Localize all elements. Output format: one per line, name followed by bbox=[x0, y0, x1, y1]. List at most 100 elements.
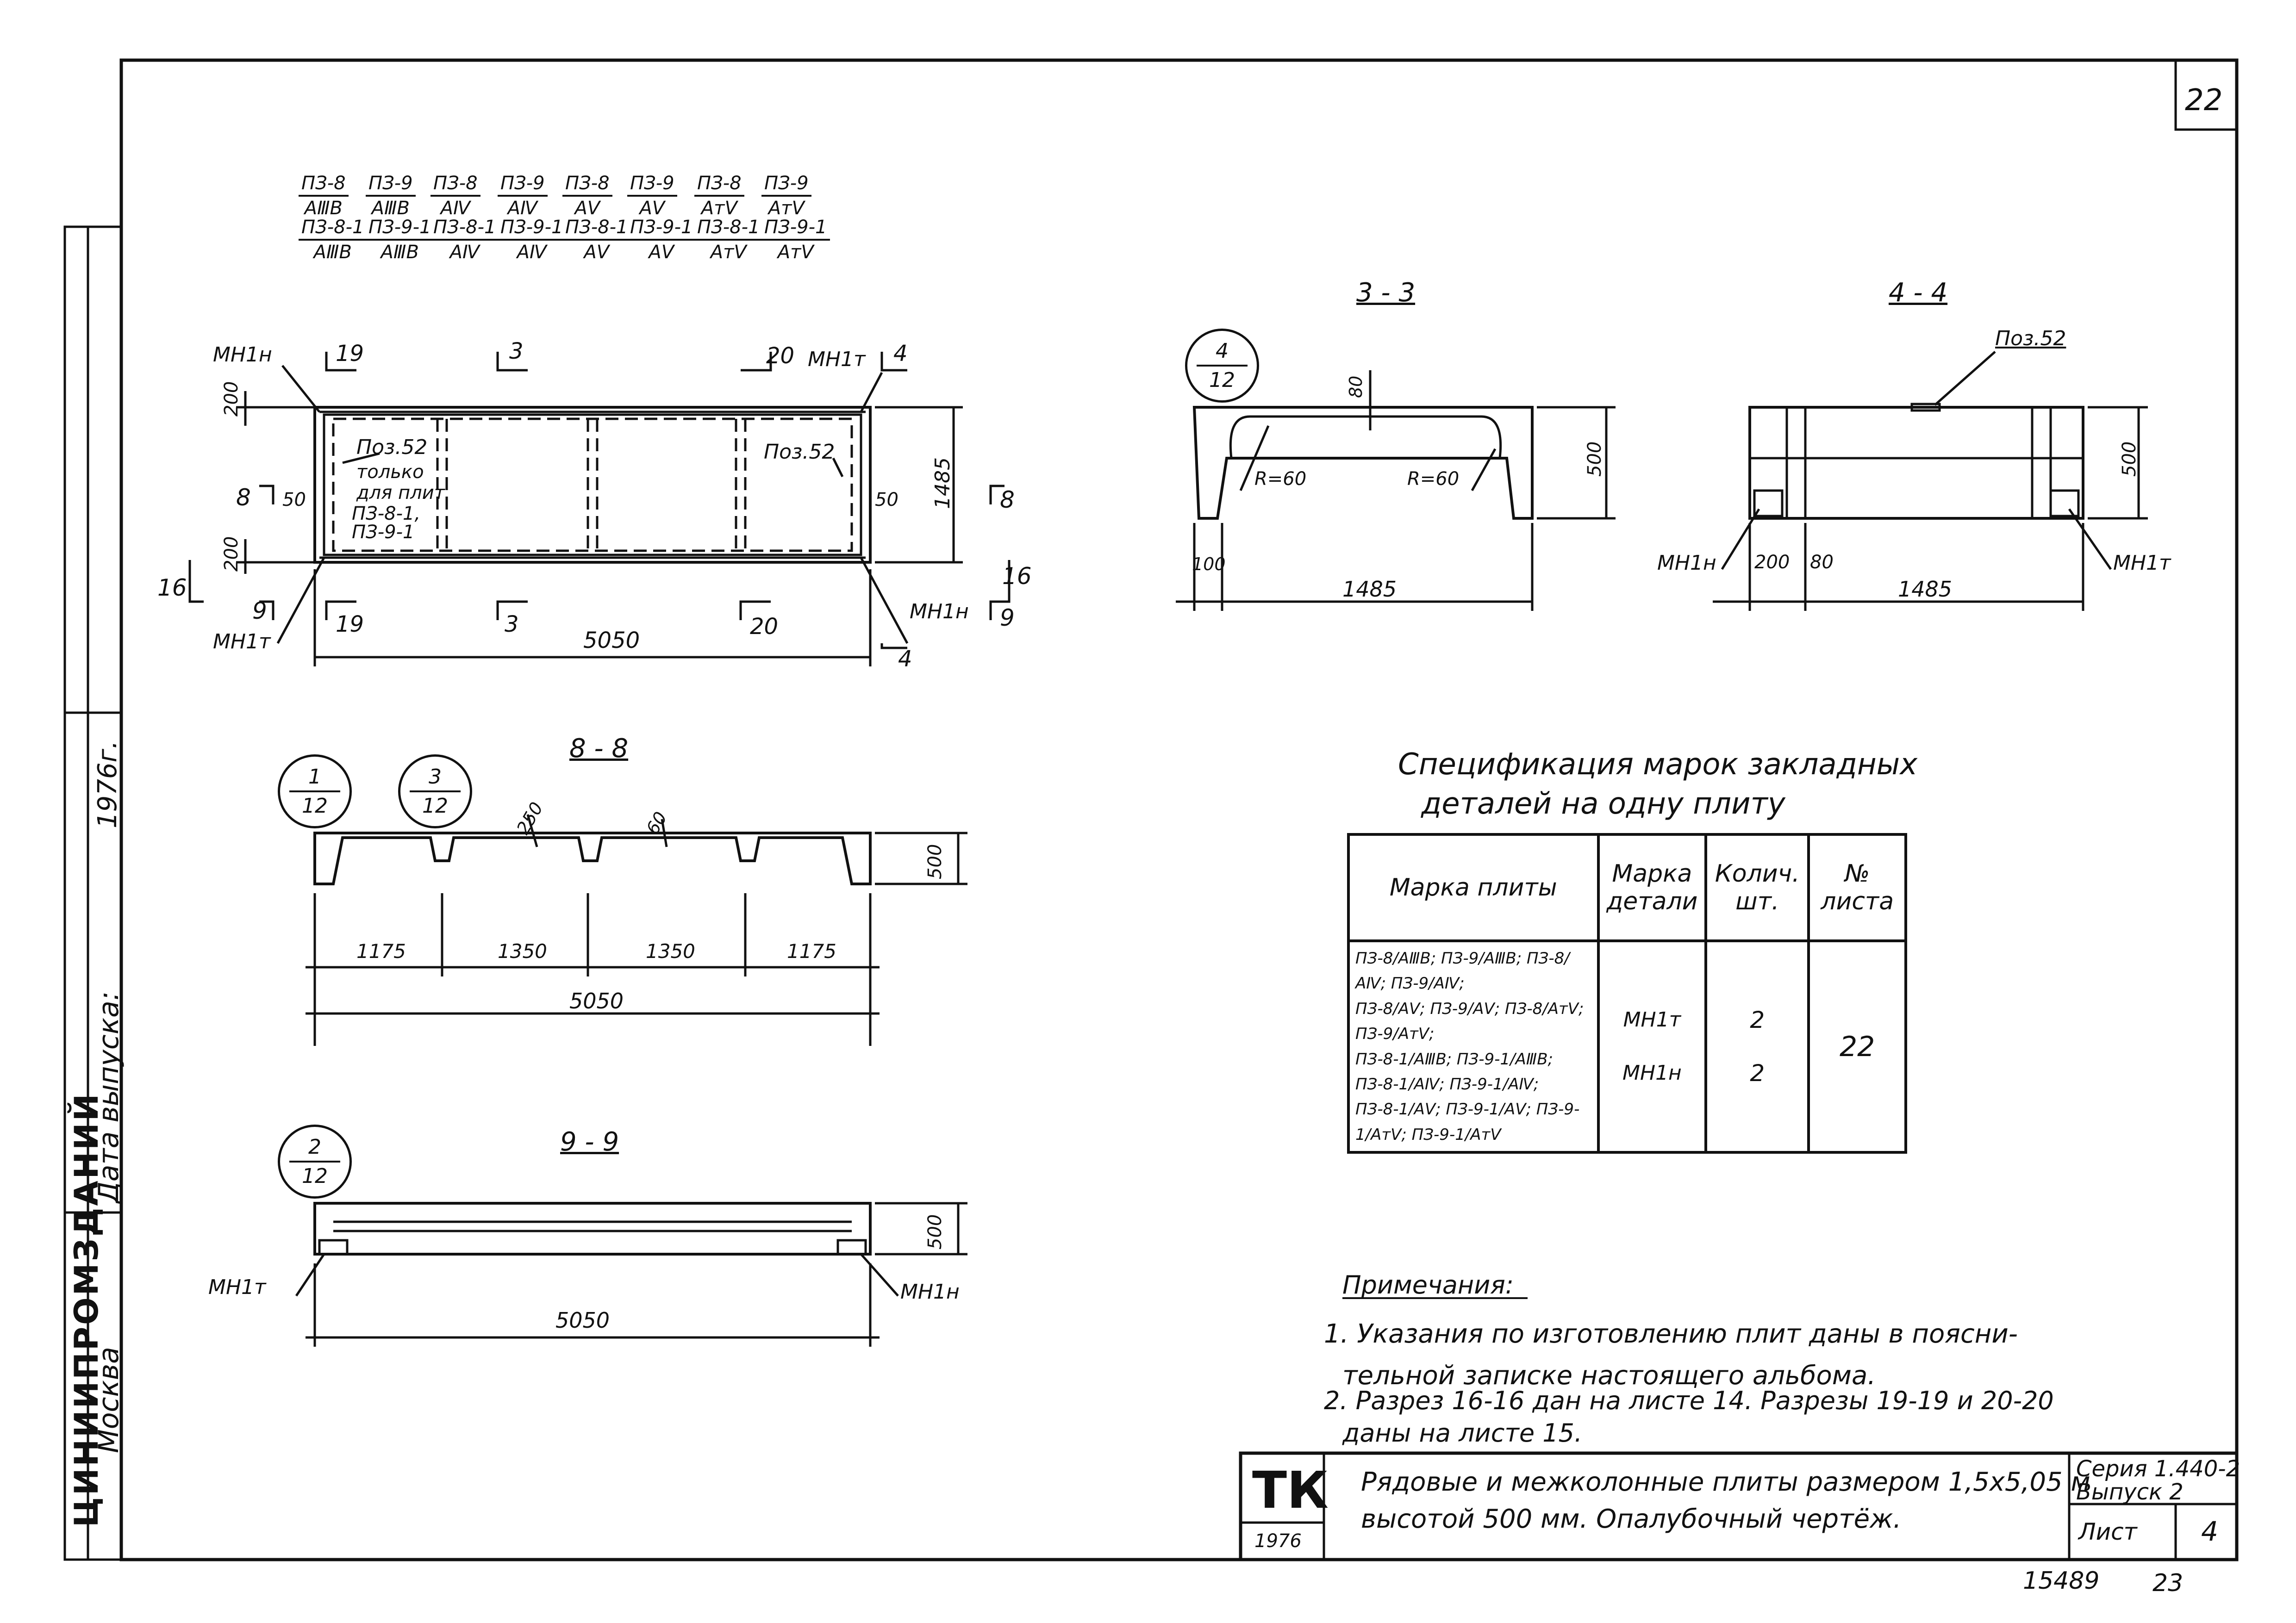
s88-dim-1175-right: 1175 bbox=[787, 940, 836, 963]
s33-radius-left: R=60 bbox=[1254, 468, 1307, 490]
sheet-number: 22 bbox=[2185, 83, 2223, 118]
header-mark-numerator: ПЗ-9 bbox=[761, 174, 811, 197]
header-mark-denominator: АⅣ bbox=[449, 242, 480, 263]
plan-dim-50-right: 50 bbox=[875, 489, 898, 510]
plan-cut-19-bottom: 19 bbox=[336, 611, 364, 637]
s33-dim-1485: 1485 bbox=[1342, 577, 1397, 602]
header-mark-numerator: ПЗ-9-1 bbox=[498, 218, 566, 241]
spec-qty-1: 2 bbox=[1750, 1006, 1765, 1033]
plan-mn1n-bottom: МН1н bbox=[910, 600, 969, 623]
plan-cut-8-left: 8 bbox=[236, 484, 251, 511]
header-mark-numerator: ПЗ-9-1 bbox=[366, 218, 434, 241]
spec-marks-cell: ПЗ-8/АⅢВ; ПЗ-9/АⅢВ; ПЗ-8/АⅣ; ПЗ-9/АⅣ; ПЗ… bbox=[1347, 939, 1600, 1154]
header-mark-denominator: АтⅤ bbox=[710, 242, 747, 263]
s44-dim-80: 80 bbox=[1810, 552, 1834, 573]
side-city: Москва bbox=[93, 1347, 125, 1453]
ref-num: 2 bbox=[308, 1135, 321, 1159]
header-mark-numerator: ПЗ-8-1 bbox=[299, 218, 367, 241]
plan-poz52-left: Поз.52 bbox=[356, 435, 428, 459]
s44-dim-500: 500 bbox=[2119, 441, 2140, 477]
stamp-issue: Выпуск 2 bbox=[2076, 1479, 2184, 1505]
header-mark-denominator: АⅣ bbox=[517, 242, 547, 263]
plan-dim-1485: 1485 bbox=[931, 457, 955, 509]
s99-dim-500: 500 bbox=[924, 1214, 946, 1250]
plan-cut-9-left: 9 bbox=[252, 597, 267, 624]
notes-line-2: тельной записке настоящего альбома. bbox=[1342, 1361, 1876, 1391]
header-mark-numerator: ПЗ-8-1 bbox=[694, 218, 763, 241]
header-mark-denominator: АⅢВ bbox=[371, 198, 410, 219]
side-date-label: Дата выпуска: bbox=[93, 991, 125, 1203]
spec-detail-1: МН1т bbox=[1623, 1008, 1681, 1032]
header-mark-denominator: АтⅤ bbox=[777, 242, 814, 263]
s33-radius-right: R=60 bbox=[1407, 468, 1460, 490]
s88-dim-1350-a: 1350 bbox=[498, 940, 547, 963]
spec-marks-row: ПЗ-8/АⅢВ; ПЗ-9/АⅢВ; ПЗ-8/АⅣ; ПЗ-9/АⅣ; bbox=[1355, 949, 1570, 993]
notes-title: Примечания: bbox=[1342, 1270, 1514, 1300]
plan-note-for: для плит bbox=[356, 482, 445, 504]
spec-marks-row: ПЗ-8-1/АⅤ; ПЗ-9-1/АⅤ; ПЗ-9-1/АтⅤ; ПЗ-9-1… bbox=[1355, 1100, 1580, 1144]
ref-den: 12 bbox=[422, 794, 448, 818]
stamp-sheet-label: Лист bbox=[2078, 1518, 2137, 1545]
header-mark-denominator: АⅢВ bbox=[313, 242, 352, 263]
bottom-page-number: 23 bbox=[2152, 1569, 2184, 1597]
header-mark-numerator: ПЗ-9 bbox=[366, 174, 416, 197]
plan-mn1t-top: МН1т bbox=[808, 348, 866, 371]
spec-detail-cell: МН1т МН1н bbox=[1597, 939, 1708, 1154]
s44-dim-200: 200 bbox=[1754, 552, 1790, 573]
header-mark-denominator: АⅣ bbox=[507, 198, 537, 219]
spec-qty-2: 2 bbox=[1750, 1059, 1765, 1087]
notes-line-1: 1. Указания по изготовлению плит даны в … bbox=[1324, 1319, 2018, 1349]
header-mark-denominator: АⅢВ bbox=[304, 198, 343, 219]
plan-dim-200-bottom: 200 bbox=[221, 536, 242, 572]
plan-cut-4-top: 4 bbox=[893, 341, 908, 367]
spec-sheet-cell: 22 bbox=[1807, 939, 1907, 1154]
spec-marks-row: ПЗ-8/АⅤ; ПЗ-9/АⅤ; ПЗ-8/АтⅤ; ПЗ-9/АтⅤ; bbox=[1355, 999, 1584, 1044]
ref-den: 12 bbox=[302, 794, 328, 818]
s33-dim-100: 100 bbox=[1192, 554, 1226, 574]
s88-dim-1175-left: 1175 bbox=[356, 940, 406, 963]
header-mark-numerator: ПЗ-9 bbox=[498, 174, 548, 197]
plan-cut-8-right: 8 bbox=[1000, 486, 1015, 513]
plan-note-p38: ПЗ-8-1, bbox=[352, 503, 421, 524]
s99-mn1n: МН1н bbox=[900, 1280, 960, 1304]
header-mark-denominator: АⅢВ bbox=[381, 242, 419, 263]
header-mark-denominator: АⅤ bbox=[639, 198, 665, 219]
header-mark-numerator: ПЗ-8 bbox=[299, 174, 349, 197]
bottom-inventory-number: 15489 bbox=[2023, 1567, 2100, 1595]
plan-dim-50-left: 50 bbox=[282, 489, 306, 510]
header-mark-denominator: АⅣ bbox=[440, 198, 470, 219]
plan-mn1t-bottom: МН1т bbox=[213, 630, 271, 653]
s44-mn1t: МН1т bbox=[2113, 551, 2171, 575]
plan-cut-20-top: 20 bbox=[766, 343, 795, 369]
spec-col-detail: Марка детали bbox=[1597, 833, 1708, 942]
section-9-9-title: 9 - 9 bbox=[560, 1127, 619, 1157]
spec-title-2: деталей на одну плиту bbox=[1421, 787, 1785, 821]
stamp-sheet-number: 4 bbox=[2201, 1516, 2218, 1547]
header-mark-numerator: ПЗ-9-1 bbox=[761, 218, 830, 241]
header-mark-numerator: ПЗ-8-1 bbox=[562, 218, 631, 241]
s88-dim-500: 500 bbox=[924, 844, 946, 879]
stamp-series: Серия 1.440-2 bbox=[2076, 1456, 2240, 1482]
s44-poz52: Поз.52 bbox=[1995, 327, 2066, 350]
section-8-8-title: 8 - 8 bbox=[569, 734, 629, 764]
side-year: 1976г. bbox=[93, 740, 123, 828]
plan-note-only: только bbox=[356, 461, 424, 483]
s99-mn1t: МН1т bbox=[208, 1275, 266, 1299]
plan-cut-3-top: 3 bbox=[509, 338, 524, 364]
plan-dim-200-top: 200 bbox=[221, 381, 242, 417]
plan-poz52-right: Поз.52 bbox=[764, 440, 835, 464]
